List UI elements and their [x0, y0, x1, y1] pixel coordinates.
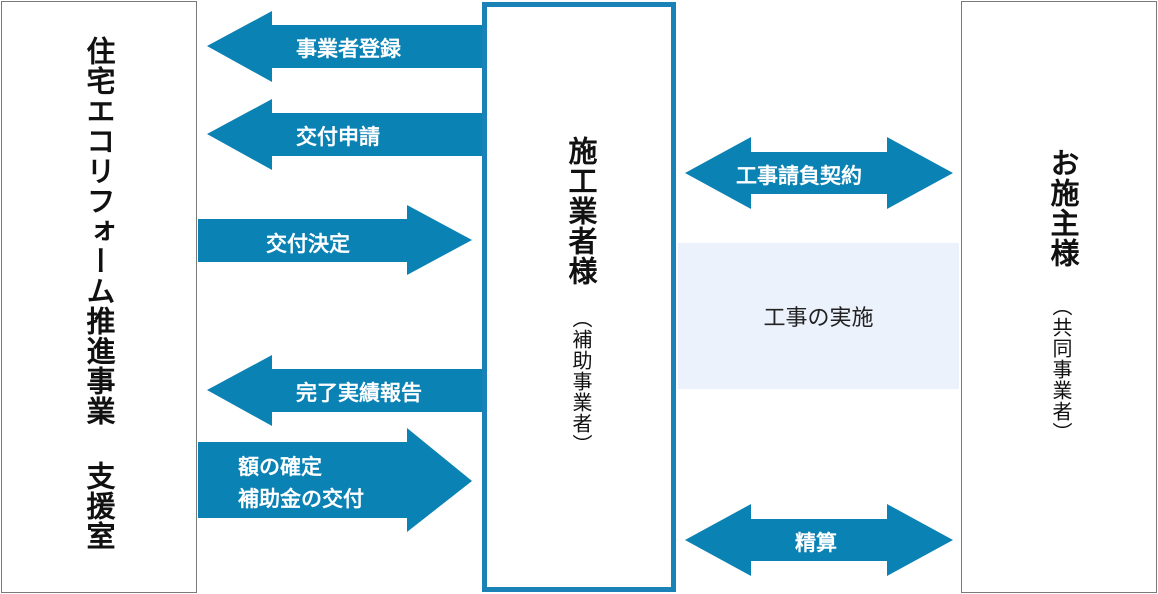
client-label: お施主様 [1046, 148, 1080, 268]
client-box [961, 1, 1157, 593]
contractor-sublabel: （補助事業者） [569, 308, 593, 455]
arrow-confirm-grant [198, 428, 472, 532]
support-office-label: 住宅エコリフォーム推進事業 支援室 [82, 36, 116, 551]
label-registration: 事業者登録 [296, 37, 401, 61]
arrow-application [207, 99, 482, 170]
label-decision: 交付決定 [266, 232, 350, 256]
construction-area [678, 243, 959, 389]
construction-label: 工事の実施 [763, 306, 874, 331]
label-contract: 工事請負契約 [736, 164, 862, 188]
arrow-registration [207, 11, 482, 82]
arrow-decision [198, 205, 472, 275]
label-completion-report: 完了実績報告 [296, 381, 422, 405]
label-confirm-line2: 補助金の交付 [238, 487, 364, 511]
arrow-contract [685, 137, 953, 209]
label-settlement: 精算 [795, 531, 837, 555]
arrow-completion-report [207, 355, 482, 426]
support-office-box [1, 1, 197, 593]
client-sublabel: （共同事業者） [1049, 296, 1073, 443]
label-application: 交付申請 [296, 125, 380, 149]
contractor-box [482, 2, 676, 592]
label-confirm-line1: 額の確定 [238, 455, 322, 479]
arrow-settlement [685, 504, 953, 576]
contractor-label: 施工業者様 [564, 136, 598, 286]
